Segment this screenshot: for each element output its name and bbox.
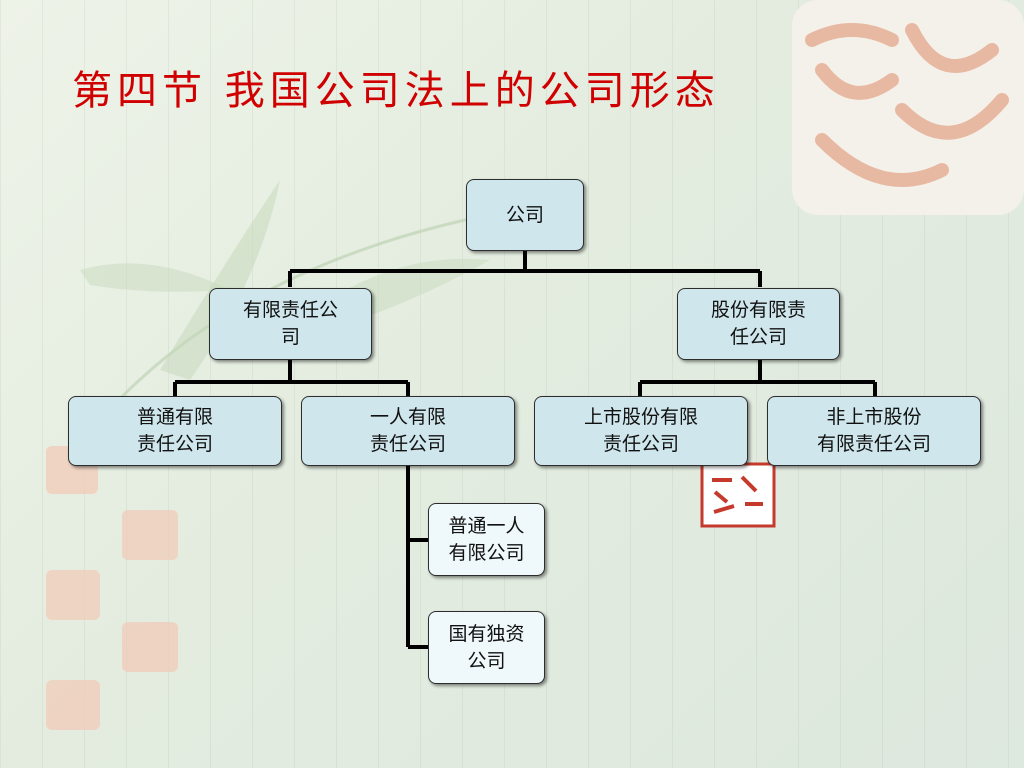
small-seal-stamps — [46, 446, 178, 730]
node-label-line1: 普通一人 — [448, 514, 525, 537]
node-ordinary-single-person: 普通一人 有限公司 — [428, 503, 545, 576]
node-label-line1: 有限责任公 — [242, 299, 338, 321]
node-unlisted-joint-stock: 非上市股份 有限责任公司 — [767, 396, 981, 466]
node-label-line1: 股份有限责 — [710, 299, 806, 321]
node-company-label: 公司 — [505, 203, 544, 226]
slide-title: 第四节 我国公司法上的公司形态 — [72, 68, 720, 114]
calligraphy-seal-graphic — [792, 0, 1024, 215]
node-listed-joint-stock: 上市股份有限 责任公司 — [534, 396, 748, 466]
node-ordinary-llc: 普通有限 责任公司 — [68, 396, 282, 466]
node-label-line2: 有限公司 — [448, 541, 525, 564]
node-label-line2: 责任公司 — [369, 433, 446, 455]
node-label-line1: 上市股份有限 — [583, 406, 698, 428]
node-label-line1: 一人有限 — [369, 406, 446, 428]
node-single-person-llc: 一人有限 责任公司 — [301, 396, 515, 466]
node-state-owned-sole: 国有独资 公司 — [428, 611, 545, 684]
node-label-line2: 责任公司 — [136, 433, 213, 455]
node-label-line1: 普通有限 — [136, 406, 213, 428]
node-company: 公司 — [466, 179, 584, 251]
node-label-line1: 非上市股份 — [826, 406, 922, 428]
node-label-line1: 国有独资 — [448, 622, 525, 645]
node-label-line2: 司 — [280, 326, 300, 348]
node-label-line2: 有限责任公司 — [816, 433, 931, 455]
node-label-line2: 公司 — [467, 649, 506, 672]
node-joint-stock-company: 股份有限责 任公司 — [677, 288, 840, 360]
node-label-line2: 责任公司 — [602, 433, 679, 455]
node-label-line2: 任公司 — [729, 326, 787, 348]
node-limited-liability-company: 有限责任公 司 — [209, 288, 372, 360]
